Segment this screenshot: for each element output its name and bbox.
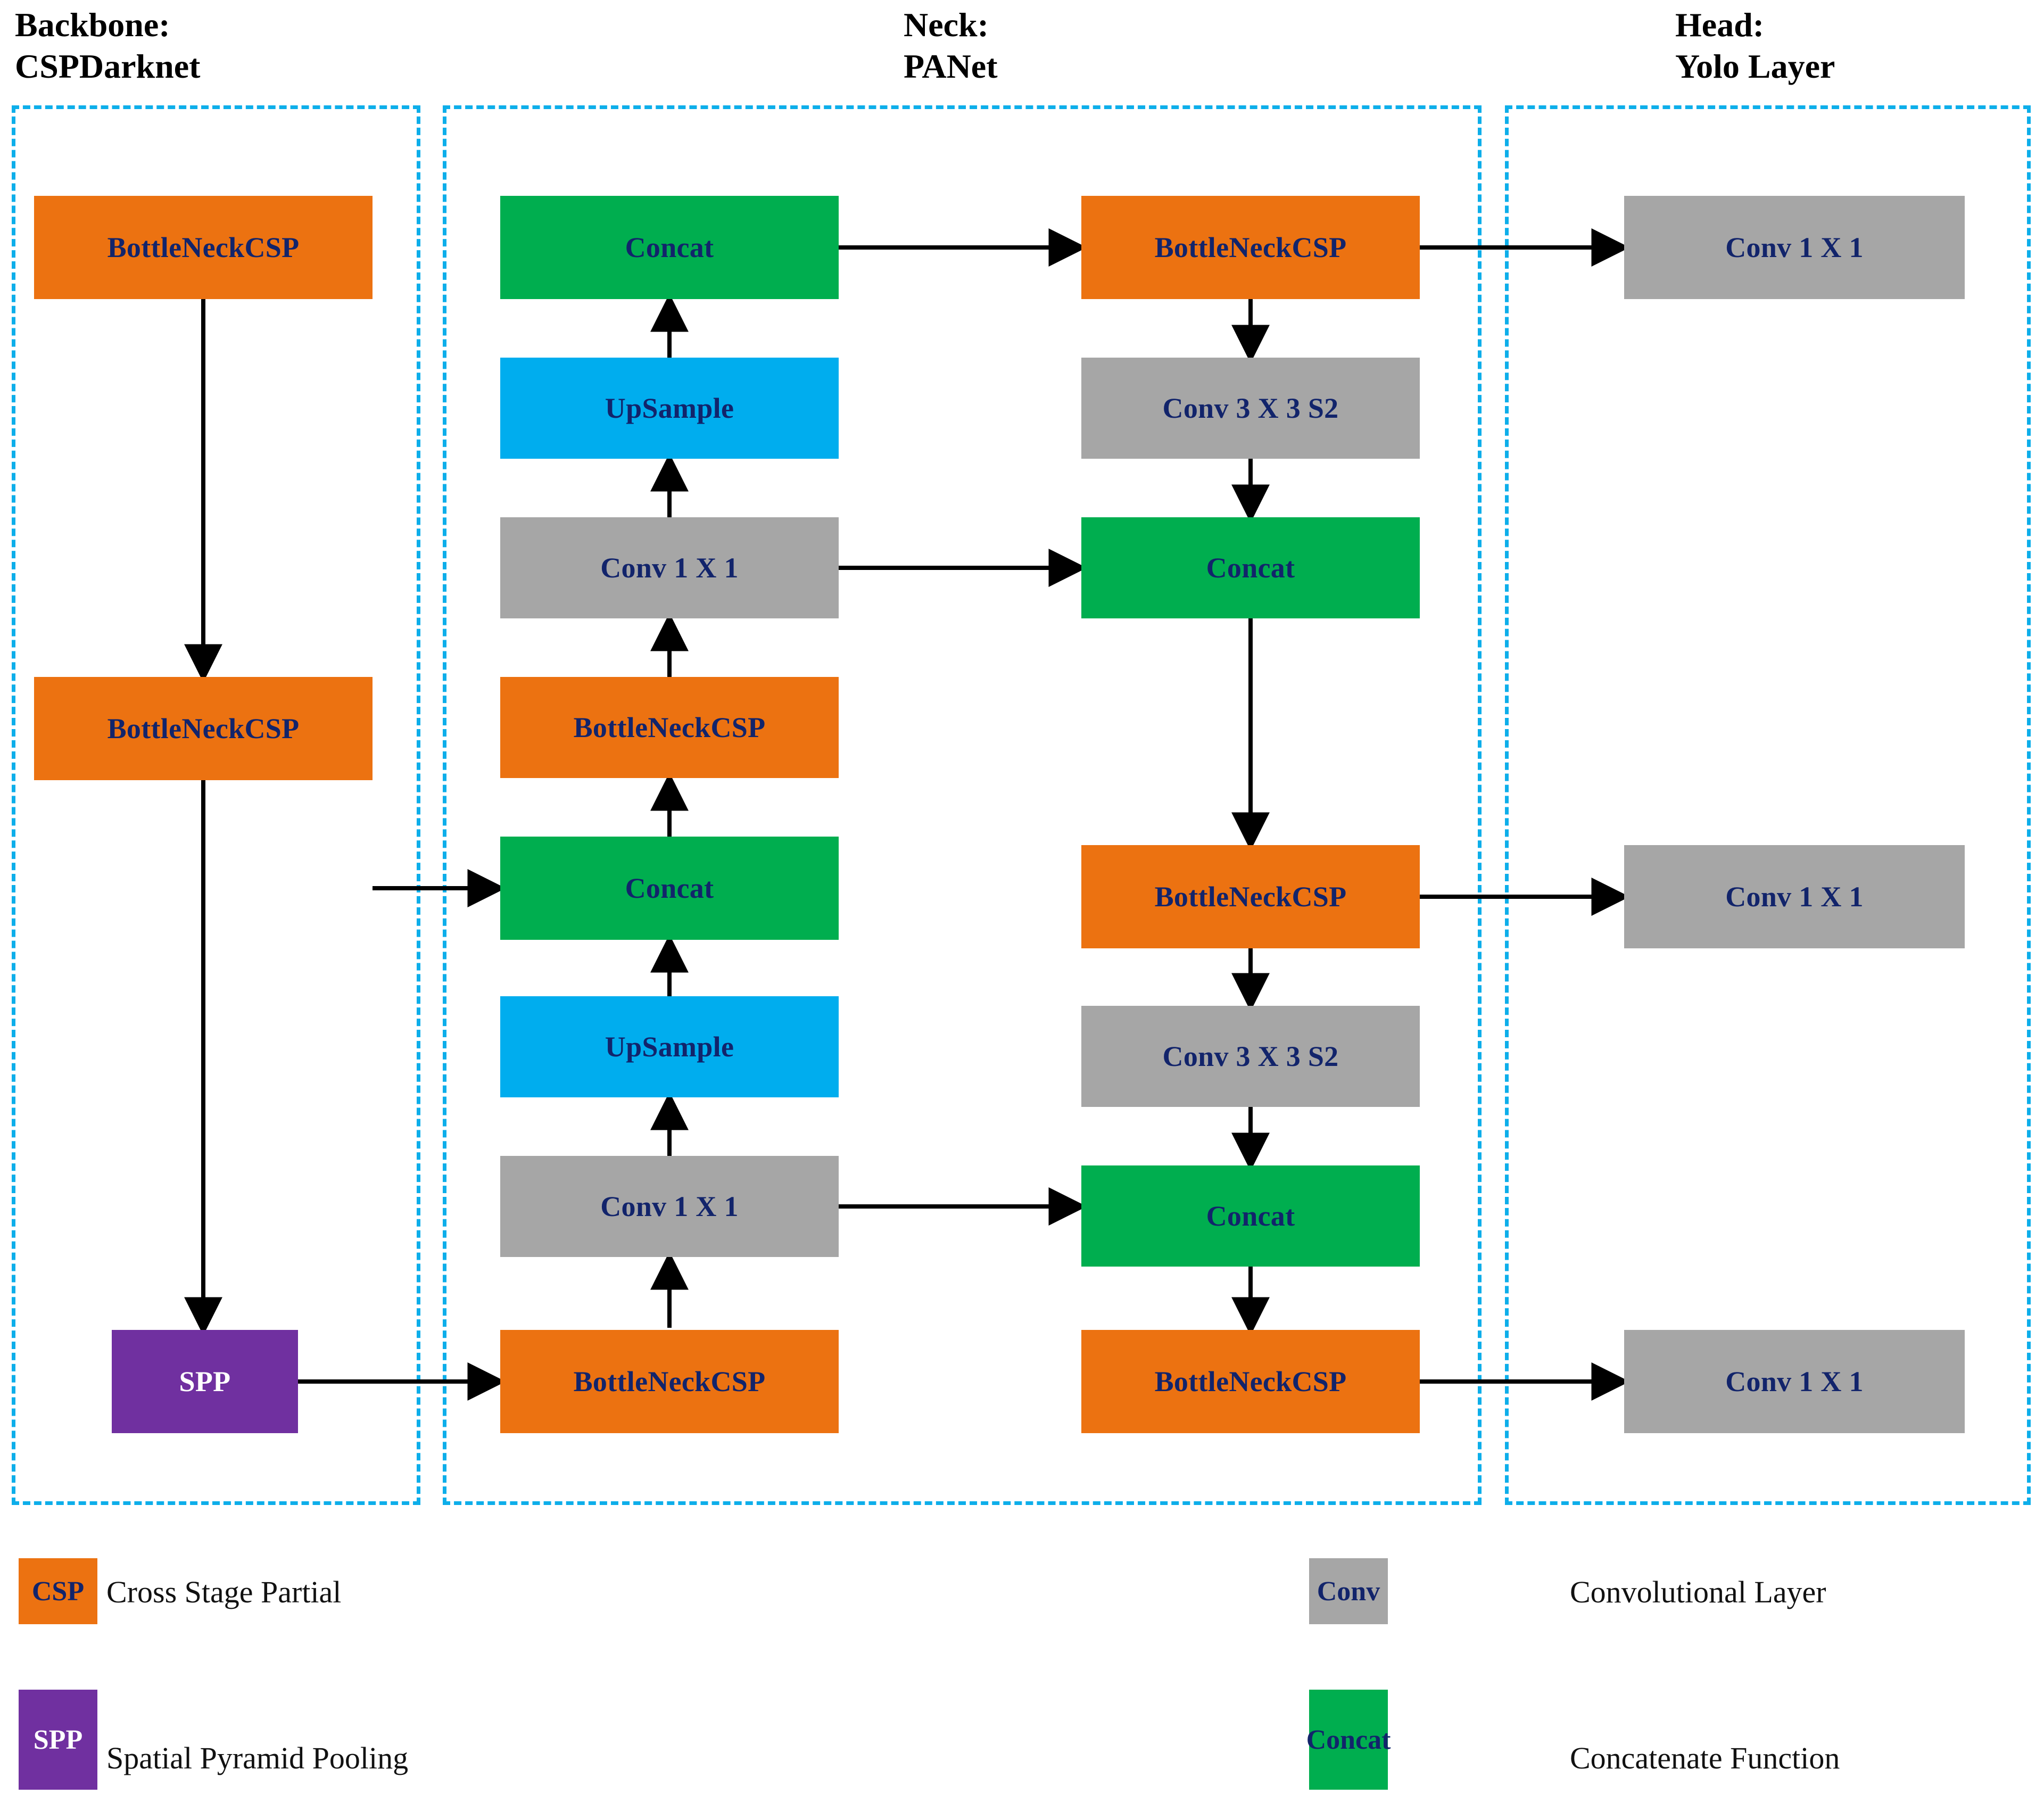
- block-hd-conv-3[interactable]: Conv 1 X 1: [1624, 1330, 1965, 1433]
- block-nk-conv-4[interactable]: Conv 3 X 3 S2: [1081, 1006, 1420, 1107]
- section-title-head: Head: Yolo Layer: [1675, 6, 1835, 86]
- block-nk-up-1[interactable]: UpSample: [500, 358, 839, 459]
- block-nk-concat-4[interactable]: Concat: [1081, 1165, 1420, 1267]
- block-nk-up-2[interactable]: UpSample: [500, 996, 839, 1097]
- legend-conv-label: Convolutional Layer: [1570, 1575, 1826, 1609]
- legend-conv-swatch: Conv: [1309, 1558, 1388, 1624]
- block-nk-concat-2[interactable]: Concat: [500, 837, 839, 940]
- block-nk-csp-3[interactable]: BottleNeckCSP: [1081, 196, 1420, 299]
- block-nk-conv-1[interactable]: Conv 1 X 1: [500, 517, 839, 618]
- block-nk-csp-4[interactable]: BottleNeckCSP: [1081, 845, 1420, 948]
- legend-csp-swatch: CSP: [19, 1558, 97, 1624]
- block-nk-conv-3[interactable]: Conv 3 X 3 S2: [1081, 358, 1420, 459]
- block-nk-csp-5[interactable]: BottleNeckCSP: [1081, 1330, 1420, 1433]
- block-nk-conv-2[interactable]: Conv 1 X 1: [500, 1156, 839, 1257]
- block-bb-csp-2[interactable]: BottleNeckCSP: [34, 677, 373, 780]
- block-nk-concat-1[interactable]: Concat: [500, 196, 839, 299]
- section-container-neck: [443, 105, 1482, 1505]
- section-title-backbone: Backbone: CSPDarknet: [15, 6, 201, 86]
- block-bb-spp[interactable]: SPP: [112, 1330, 298, 1433]
- legend-spp-label: Spatial Pyramid Pooling: [106, 1741, 409, 1775]
- section-container-head: [1505, 105, 2031, 1505]
- section-title-neck: Neck: PANet: [904, 6, 998, 86]
- block-hd-conv-1[interactable]: Conv 1 X 1: [1624, 196, 1965, 299]
- legend-spp-swatch: SPP: [19, 1690, 97, 1790]
- block-hd-conv-2[interactable]: Conv 1 X 1: [1624, 845, 1965, 948]
- legend-concat-label: Concatenate Function: [1570, 1741, 1840, 1775]
- legend-csp-label: Cross Stage Partial: [106, 1575, 342, 1609]
- block-nk-csp-1[interactable]: BottleNeckCSP: [500, 677, 839, 778]
- block-nk-concat-3[interactable]: Concat: [1081, 517, 1420, 618]
- legend-concat-swatch: Concat: [1306, 1690, 1391, 1790]
- block-nk-csp-2[interactable]: BottleNeckCSP: [500, 1330, 839, 1433]
- block-bb-csp-1[interactable]: BottleNeckCSP: [34, 196, 373, 299]
- section-container-backbone: [12, 105, 420, 1505]
